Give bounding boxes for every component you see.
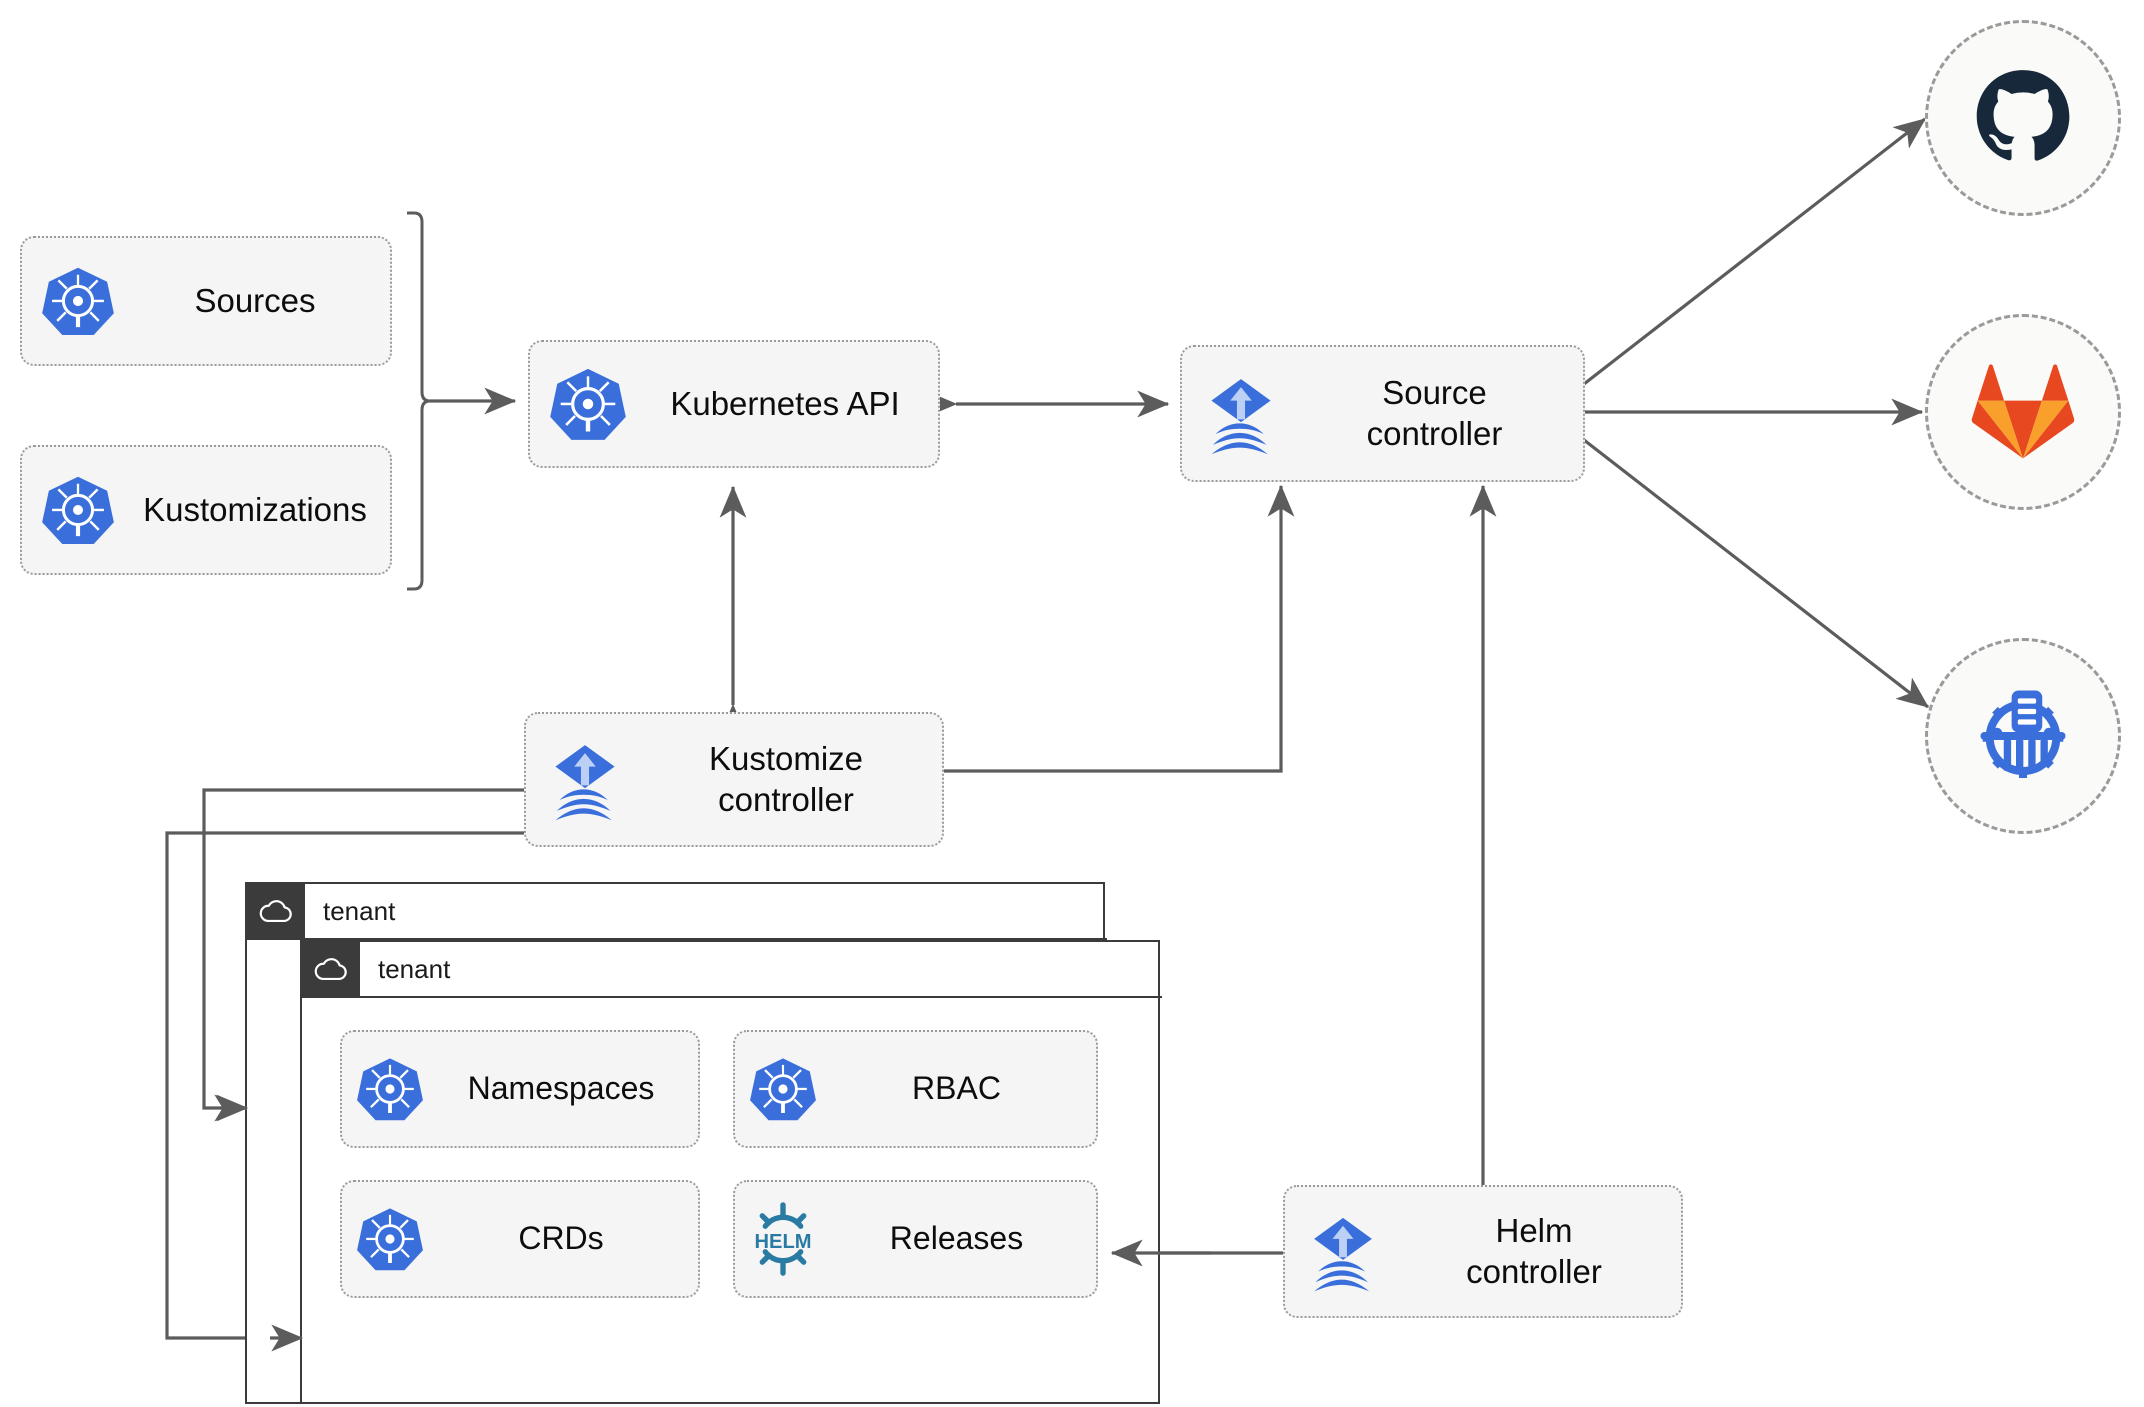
github-icon bbox=[1976, 70, 2070, 161]
node-kubernetes-api-label: Kubernetes API bbox=[670, 384, 900, 422]
helm-icon: HELM bbox=[735, 1200, 831, 1278]
node-namespaces-label: Namespaces bbox=[467, 1070, 655, 1107]
gitlab-icon bbox=[1971, 364, 2075, 459]
node-helm-repository[interactable] bbox=[1925, 638, 2121, 834]
node-gitlab[interactable] bbox=[1925, 314, 2121, 510]
node-crds[interactable]: CRDs bbox=[340, 1180, 700, 1298]
kubernetes-icon bbox=[735, 1055, 831, 1123]
edge-source-controller-github bbox=[1583, 117, 1927, 386]
kubernetes-icon bbox=[22, 264, 134, 338]
node-source-controller-label: Source controller bbox=[1366, 374, 1503, 452]
node-sources[interactable]: Sources bbox=[20, 236, 392, 366]
node-rbac[interactable]: RBAC bbox=[733, 1030, 1098, 1148]
node-kustomizations[interactable]: Kustomizations bbox=[20, 445, 392, 575]
flux-icon bbox=[526, 737, 644, 823]
node-crds-label: CRDs bbox=[518, 1220, 604, 1257]
svg-text:HELM: HELM bbox=[755, 1231, 812, 1253]
flux-icon bbox=[1285, 1210, 1401, 1294]
edge-kustomize-controller-source-controller bbox=[942, 484, 1295, 773]
node-releases[interactable]: HELM Releases bbox=[733, 1180, 1098, 1298]
node-rbac-label: RBAC bbox=[912, 1070, 1001, 1107]
tenant-inner[interactable]: tenant bbox=[300, 940, 1162, 1404]
node-releases-label: Releases bbox=[889, 1220, 1024, 1257]
kubernetes-icon bbox=[22, 473, 134, 547]
node-kustomize-controller-label: Kustomize controller bbox=[708, 740, 864, 818]
node-source-controller[interactable]: Source controller bbox=[1180, 345, 1585, 482]
helm-repository-icon bbox=[1980, 690, 2066, 778]
node-namespaces[interactable]: Namespaces bbox=[340, 1030, 700, 1148]
node-kubernetes-api[interactable]: Kubernetes API bbox=[528, 340, 940, 468]
node-github[interactable] bbox=[1925, 20, 2121, 216]
edge-kustomize-controller-tenant-outer bbox=[165, 831, 524, 1352]
node-helm-controller-label: Helm controller bbox=[1466, 1212, 1602, 1290]
node-kustomizations-label: Kustomizations bbox=[143, 490, 367, 528]
kubernetes-icon bbox=[530, 365, 646, 443]
kubernetes-icon bbox=[342, 1055, 438, 1123]
node-sources-label: Sources bbox=[194, 281, 316, 319]
edge-source-controller-helm-repo bbox=[1583, 438, 1930, 709]
node-helm-controller[interactable]: Helm controller bbox=[1283, 1185, 1683, 1318]
flux-icon bbox=[1182, 371, 1300, 457]
kubernetes-icon bbox=[342, 1205, 438, 1273]
